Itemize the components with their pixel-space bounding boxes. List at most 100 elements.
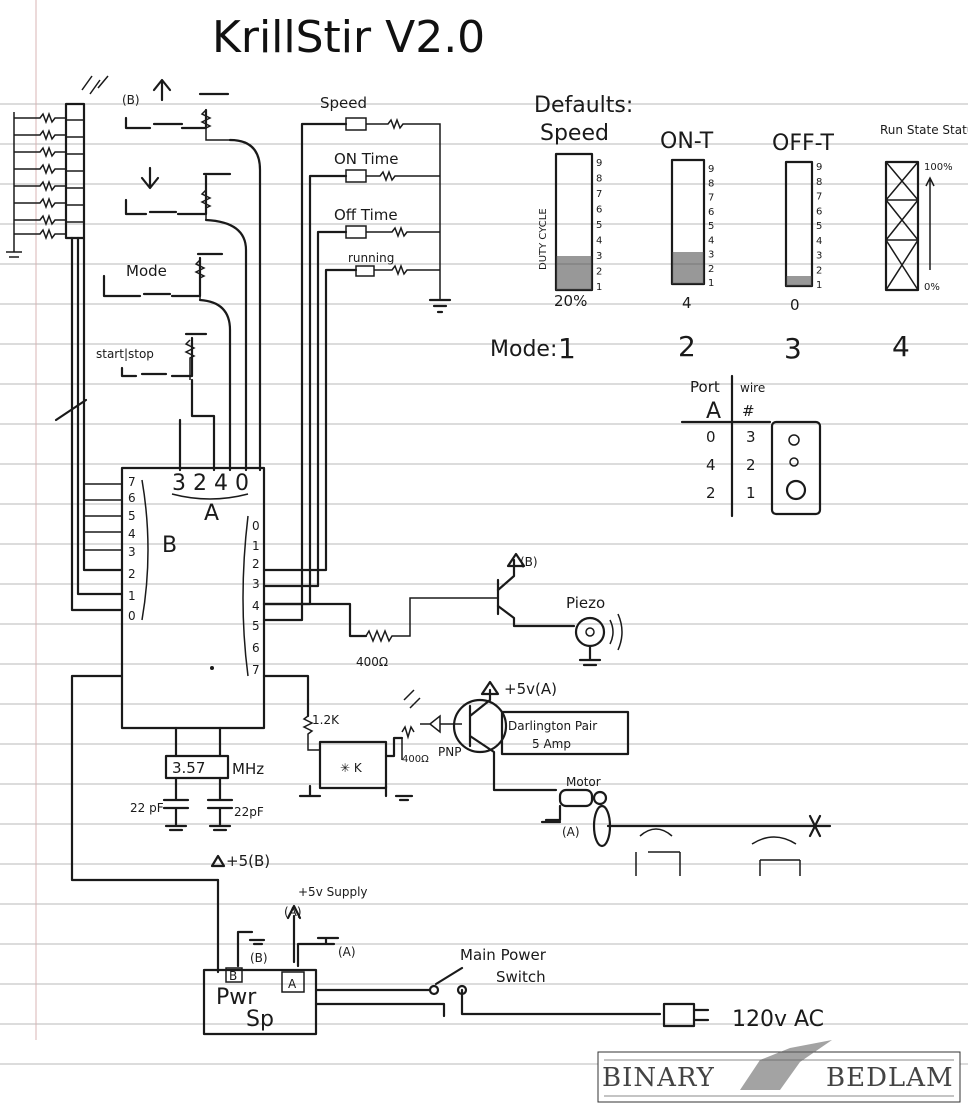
power-supply: +5(B) +5v Supply (A) (B) (A) B A Pwr Sp … [202, 852, 824, 1036]
svg-text:0%: 0% [924, 282, 940, 293]
svg-text:22 pF: 22 pF [130, 801, 164, 815]
paper-rules [0, 0, 968, 1065]
scale-tick-label: 1 [596, 282, 602, 293]
scale-tick-label: 5 [596, 220, 602, 231]
svg-text:Port: Port [690, 378, 720, 396]
scale-tick-label: 1 [708, 278, 714, 289]
svg-text:+5(B): +5(B) [226, 852, 270, 870]
svg-text:Speed: Speed [540, 121, 609, 146]
svg-text:2: 2 [252, 557, 260, 571]
svg-text:0: 0 [790, 296, 800, 314]
svg-text:Speed: Speed [320, 94, 367, 112]
button-up[interactable]: (B) [122, 78, 262, 472]
svg-text:100%: 100% [924, 162, 953, 173]
svg-text:running: running [348, 251, 394, 265]
svg-text:22pF: 22pF [234, 805, 264, 819]
svg-text:(A): (A) [338, 945, 356, 959]
svg-text:4: 4 [706, 456, 716, 474]
svg-text:20%: 20% [554, 292, 587, 310]
svg-text:3: 3 [784, 332, 802, 365]
binary-bedlam-logo: BINARY BEDLAM [597, 1040, 961, 1103]
scale-tick-label: 5 [708, 221, 714, 232]
svg-text:4: 4 [128, 527, 136, 541]
svg-text:Switch: Switch [496, 968, 546, 986]
svg-text:A: A [288, 977, 297, 991]
svg-text:+5v Supply: +5v Supply [298, 885, 368, 899]
svg-text:0: 0 [706, 428, 716, 446]
svg-text:6: 6 [252, 641, 260, 655]
scale-tick-label: 2 [816, 265, 822, 276]
scale-tick-label: 8 [708, 178, 714, 189]
svg-text:7: 7 [252, 663, 260, 677]
svg-text:Sp: Sp [246, 1007, 274, 1032]
scale-tick-label: 5 [816, 221, 822, 232]
scale-tick-label: 6 [596, 205, 602, 216]
svg-text:400Ω: 400Ω [402, 754, 429, 765]
scale-tick-label: 4 [816, 236, 822, 247]
svg-text:7: 7 [128, 475, 136, 489]
scale-tick-label: 2 [596, 267, 602, 278]
svg-text:4: 4 [252, 599, 260, 613]
svg-text:4: 4 [892, 330, 910, 363]
power-rail [70, 674, 310, 882]
svg-text:Darlington Pair: Darlington Pair [508, 719, 597, 733]
svg-text:4: 4 [682, 294, 692, 312]
svg-text:MHz: MHz [232, 760, 264, 778]
led-indicators: Speed ON Time Off Time running [262, 94, 452, 622]
port-wire-table: Port wire A # 0 3 4 2 2 1 [680, 374, 822, 518]
svg-text:1: 1 [252, 539, 260, 553]
scale-tick-label: 4 [596, 236, 602, 247]
svg-text:Pwr: Pwr [216, 985, 257, 1010]
svg-text:Piezo: Piezo [566, 594, 605, 612]
svg-text:A: A [204, 501, 219, 526]
scale-tick-label: 4 [708, 235, 714, 246]
svg-text:3.57: 3.57 [172, 759, 205, 777]
svg-text:3: 3 [746, 428, 756, 446]
svg-text:1: 1 [558, 332, 576, 365]
svg-text:BEDLAM: BEDLAM [826, 1063, 954, 1093]
svg-text:(A): (A) [562, 825, 580, 839]
scale-tick-label: 7 [816, 192, 822, 203]
svg-text:2: 2 [128, 567, 136, 581]
button-down[interactable] [124, 166, 248, 472]
scale-tick-label: 6 [816, 206, 822, 217]
button-mode[interactable]: Mode [102, 252, 232, 472]
svg-text:(A): (A) [284, 905, 302, 919]
svg-text:1: 1 [746, 484, 756, 502]
svg-text:1.2K: 1.2K [312, 713, 340, 727]
defaults-panel: Defaults: Speed DUTY CYCLE 20% ON-T 4 OF… [490, 93, 968, 365]
dragon-icon [740, 1040, 832, 1090]
svg-text:0: 0 [128, 609, 136, 623]
svg-text:Mode:: Mode: [490, 337, 557, 362]
svg-text:5: 5 [252, 619, 260, 633]
scale-tick-label: 9 [596, 158, 602, 169]
page-title: KrillStir V2.0 [212, 12, 485, 63]
svg-text:Main Power: Main Power [460, 946, 547, 964]
svg-text:3: 3 [252, 577, 260, 591]
microcontroller: 3 2 4 0 A B 7 6 5 4 3 2 1 0 0 1 2 3 4 5 … [84, 466, 266, 730]
svg-text:0: 0 [252, 519, 260, 533]
svg-text:Defaults:: Defaults: [534, 93, 633, 118]
svg-text:3 2 4 0: 3 2 4 0 [172, 471, 249, 496]
motor-driver: 1.2K ✳ K 400Ω PNP +5v(A) Darlington Pair… [298, 680, 832, 876]
svg-text:ON Time: ON Time [334, 150, 399, 168]
svg-text:Off Time: Off Time [334, 206, 398, 224]
led-bargraph [6, 75, 124, 612]
scale-tick-label: 8 [596, 174, 602, 185]
svg-text:wire: wire [740, 381, 765, 395]
svg-text:OFF-T: OFF-T [772, 131, 835, 156]
svg-text:Run State Status: Run State Status [880, 123, 968, 137]
scale-tick-label: 7 [596, 189, 602, 200]
svg-text:✳ K: ✳ K [340, 761, 363, 775]
svg-text:120v AC: 120v AC [732, 1007, 824, 1032]
svg-text:ON-T: ON-T [660, 129, 714, 154]
scale-tick-label: 9 [816, 162, 822, 173]
crystal-oscillator: 3.57 MHz 22 pF 22pF [130, 726, 264, 832]
button-start-stop[interactable]: start|stop [54, 332, 216, 472]
piezo-driver: 400Ω (B) Piezo [262, 552, 623, 669]
svg-text:start|stop: start|stop [96, 347, 154, 361]
svg-text:5 Amp: 5 Amp [532, 737, 571, 751]
svg-text:1: 1 [128, 589, 136, 603]
svg-text:BINARY: BINARY [602, 1063, 715, 1093]
